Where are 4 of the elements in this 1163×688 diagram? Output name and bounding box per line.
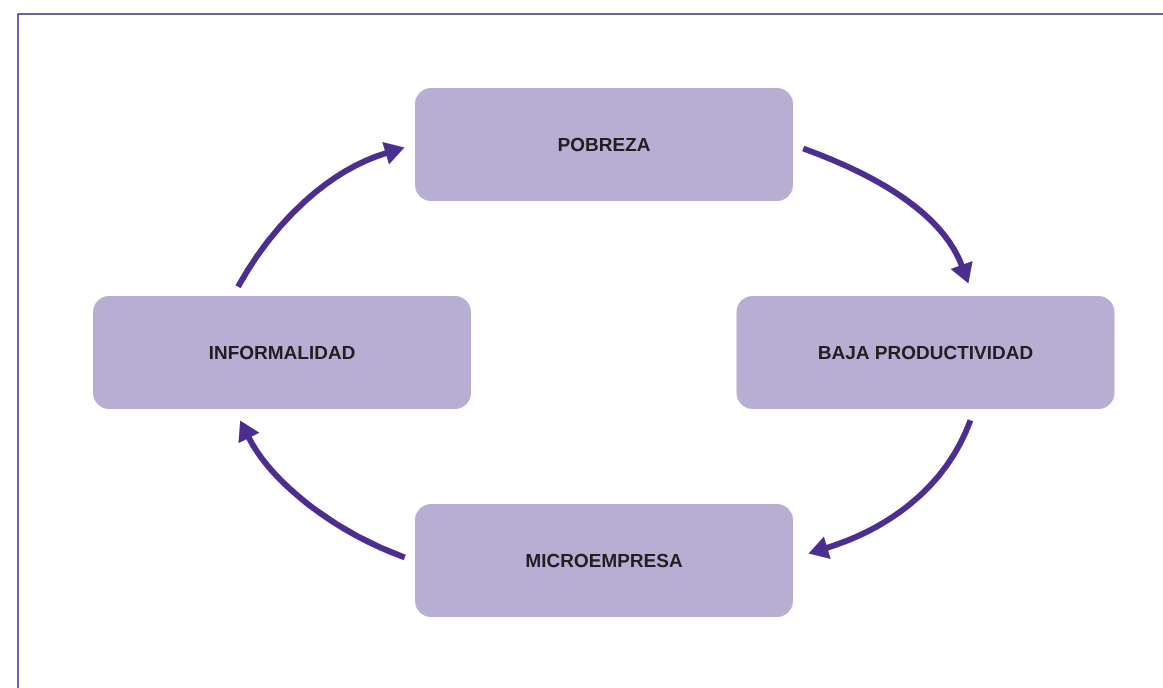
process-box: POBREZA <box>415 88 793 201</box>
process-box: BAJA PRODUCTIVIDAD <box>736 296 1115 409</box>
process-box: INFORMALIDAD <box>93 296 471 409</box>
process-box: MICROEMPRESA <box>415 504 793 617</box>
